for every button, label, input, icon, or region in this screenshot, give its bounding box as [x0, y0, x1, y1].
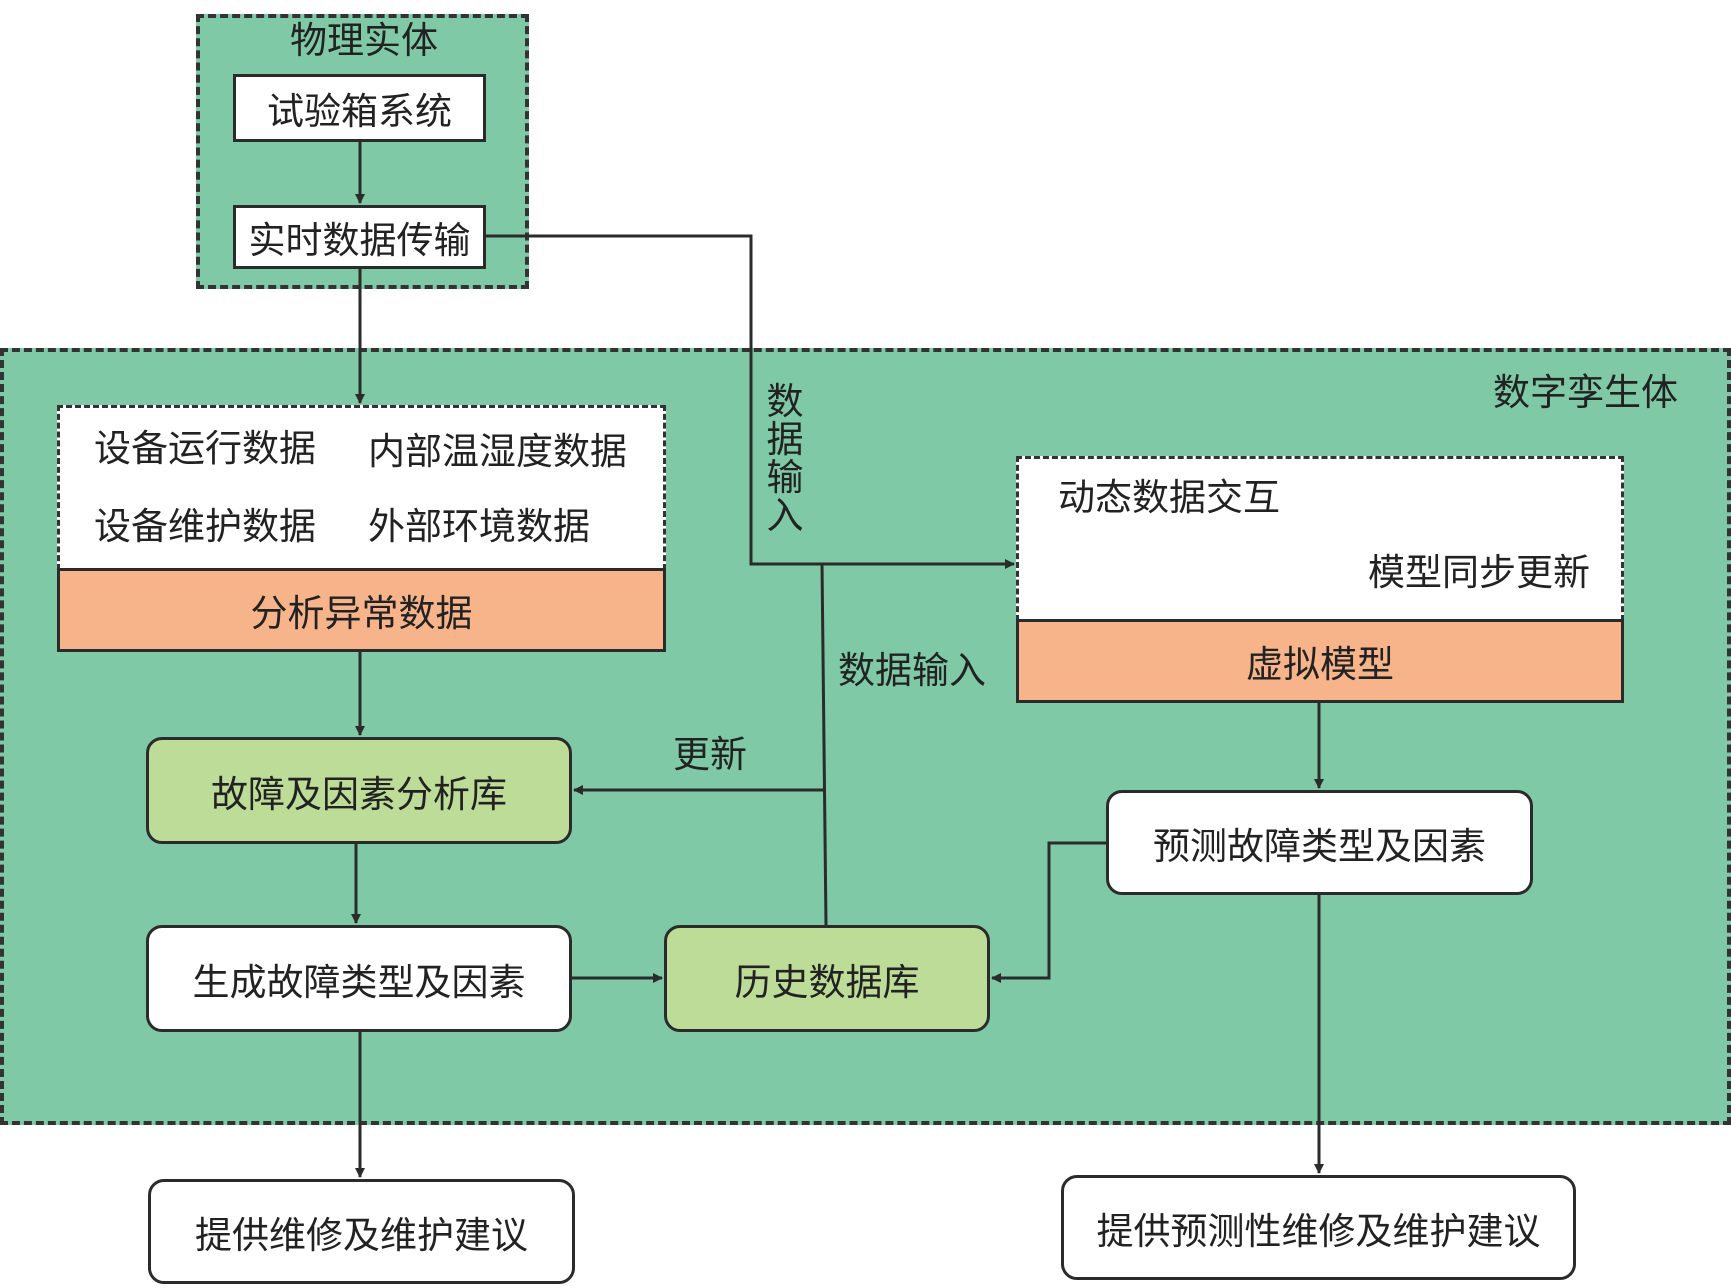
external-environment-data: 外部环境数据: [368, 505, 590, 548]
data-sources-box: [57, 405, 666, 570]
predictive-advice-node: 提供预测性维修及维护建议: [1061, 1175, 1576, 1280]
analyze-anomaly-band: 分析异常数据: [57, 568, 666, 652]
arrow-predict-to-history: [991, 841, 1106, 983]
internal-temp-humidity-data: 内部温湿度数据: [368, 430, 627, 473]
history-db-vertical-line: [820, 563, 828, 926]
test-box-system-node: 试验箱系统: [233, 74, 486, 142]
virtual-model-band: 虚拟模型: [1016, 619, 1624, 703]
virtual-model-box: [1016, 456, 1624, 621]
digital-twin-title: 数字孪生体: [1493, 371, 1678, 414]
equipment-operation-data: 设备运行数据: [94, 427, 316, 470]
predict-fault-node: 预测故障类型及因素: [1106, 790, 1533, 895]
fault-factor-library-node: 故障及因素分析库: [146, 737, 572, 844]
equipment-maintenance-data: 设备维护数据: [94, 505, 316, 548]
data-input-label: 数据输入: [838, 649, 986, 692]
dynamic-data-interaction: 动态数据交互: [1058, 476, 1280, 519]
arrow-transfer-to-virtual: [486, 234, 1015, 569]
realtime-transfer-node: 实时数据传输: [233, 205, 486, 269]
model-sync-update: 模型同步更新: [1368, 551, 1590, 594]
history-db-node: 历史数据库: [664, 925, 990, 1032]
physical-entity-title: 物理实体: [290, 19, 438, 62]
repair-advice-node: 提供维修及维护建议: [148, 1179, 575, 1284]
update-label: 更新: [673, 733, 747, 776]
data-input-vertical-label: 数 据 输 入: [766, 380, 804, 537]
generate-fault-node: 生成故障类型及因素: [146, 925, 572, 1032]
